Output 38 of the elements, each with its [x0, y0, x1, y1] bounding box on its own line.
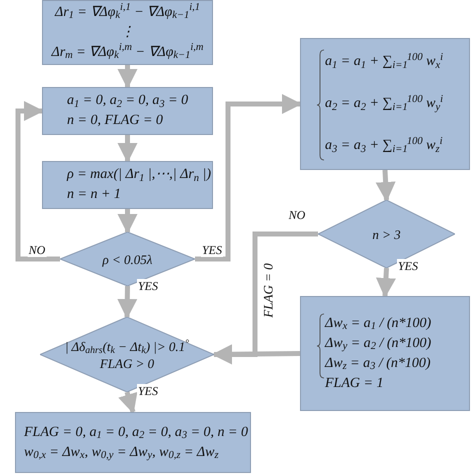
formula-text: | Δδ$_{ahrs}$(t$_{k}$ − Δt$_{k}$) |> 0.1$^{°}$ — [64, 338, 190, 354]
edge-label: YES — [137, 279, 159, 293]
edge-label: NO — [288, 208, 306, 222]
process-box — [42, 0, 213, 65]
edge-label: NO — [28, 243, 46, 257]
arrow — [118, 65, 138, 89]
formula-text: ρ = max(| Δr$_{1}$ |,⋯,| Δr$_{n}$ |) — [67, 166, 212, 185]
process-box — [42, 161, 213, 209]
formula-text: n = 0, FLAG = 0 — [67, 112, 163, 130]
formula-text: Δw$_{x}$ = a$_{1}$ / (n*100) — [325, 314, 432, 334]
formula-text: FLAG = 1 — [325, 374, 384, 392]
edge-label: YES — [201, 243, 223, 257]
arrow — [16, 101, 60, 262]
process-box — [15, 412, 251, 473]
edge-label: YES — [397, 259, 419, 273]
arrow — [376, 170, 396, 202]
formula-text: Δw$_{z}$ = a$_{3}$ / (n*100) — [325, 354, 431, 374]
arrow — [212, 344, 300, 364]
arrow — [195, 94, 302, 262]
formula-text: FLAG > 0 — [100, 354, 154, 372]
formula-text: FLAG = 0, a$_{1}$ = 0, a$_{2}$ = 0, a$_{3}$ = 0, n = 0 — [24, 424, 248, 442]
arrow — [118, 391, 138, 414]
formula-text: Δw$_{y}$ = a$_{2}$ / (n*100) — [325, 334, 432, 354]
formula-text: n = n + 1 — [67, 186, 121, 204]
formula-text: n > 3 — [372, 226, 401, 242]
formula-text: a$_{1}$ = 0, a$_{2}$ = 0, a$_{3}$ = 0 — [67, 92, 188, 111]
process-box — [42, 87, 213, 135]
line-label: FLAG = 0 — [260, 262, 276, 319]
formula-text: ρ < 0.05λ — [102, 250, 152, 268]
edge-label: YES — [137, 384, 159, 398]
process-box — [300, 38, 470, 170]
formula-text: w$_{0,x}$ = Δw$_{x}$, w$_{0,y}$ = Δw$_{y}$, w$_{0,z}$ = Δw$_{z}$ — [24, 444, 220, 462]
arrow — [376, 268, 396, 298]
arrow — [118, 135, 138, 163]
arrow — [117, 286, 138, 319]
process-box — [300, 296, 470, 411]
arrow — [118, 209, 138, 234]
formula-text: ⋮ — [120, 24, 134, 42]
